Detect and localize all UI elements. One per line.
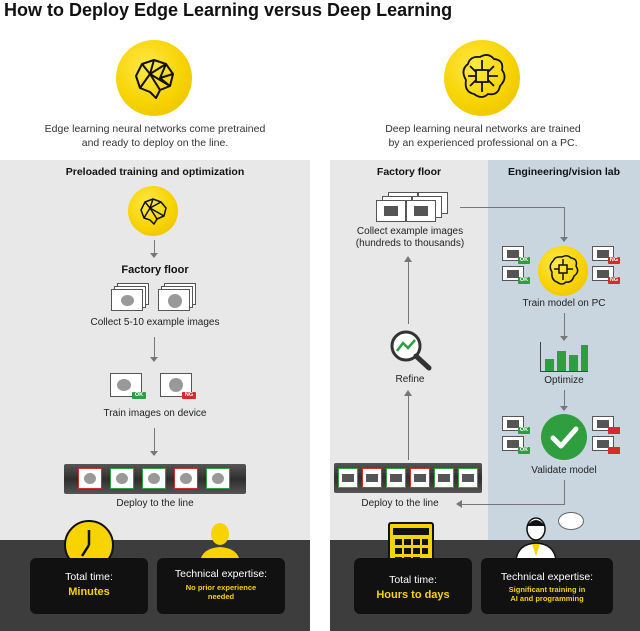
deep-collect-line1: Collect example images <box>356 226 464 237</box>
edge-total-time-value: Minutes <box>68 586 110 598</box>
deep-lab-title: Engineering/vision lab <box>507 166 621 178</box>
deep-refine-label: Refine <box>395 374 425 385</box>
arrow-down-icon <box>560 406 568 411</box>
edge-arrow-3 <box>154 428 155 453</box>
edge-total-time-label: Total time: <box>65 571 113 583</box>
edge-collect-label: Collect 5-10 example images <box>90 317 220 328</box>
edge-panel-title: Preloaded training and optimization <box>65 166 245 178</box>
deep-description-line1: Deep learning neural networks are traine… <box>385 123 581 135</box>
brain-icon <box>116 40 192 116</box>
connector-line <box>408 262 409 324</box>
deep-factory-title: Factory floor <box>376 166 442 178</box>
bar-chart-icon <box>540 342 588 372</box>
connector-line <box>408 396 409 460</box>
arrow-left-icon <box>456 500 462 508</box>
page-title: How to Deploy Edge Learning versus Deep … <box>4 0 453 20</box>
deep-optimize-label: Optimize <box>544 375 584 386</box>
deep-description-line2: by an experienced professional on a PC. <box>388 137 578 149</box>
person-icon <box>196 522 244 562</box>
deep-validate-label: Validate model <box>531 465 597 476</box>
deep-deploy-label: Deploy to the line <box>361 498 439 509</box>
check-icon <box>541 414 587 460</box>
edge-arrow-2 <box>154 337 155 359</box>
edge-description-line2: and ready to deploy on the line. <box>81 137 229 149</box>
edge-deploy-label: Deploy to the line <box>116 498 194 509</box>
deep-total-time-value: Hours to days <box>376 589 450 601</box>
deep-collect-line2: (hundreds to thousands) <box>355 238 465 249</box>
ok-badge: OK <box>132 392 146 399</box>
deep-expertise-value-line1: Significant training in <box>508 585 586 594</box>
arrow-down-icon <box>150 451 158 456</box>
deep-expertise-value-line2: AI and programming <box>510 594 584 603</box>
conveyor-belt-icon <box>334 463 482 493</box>
brain-icon <box>538 246 588 296</box>
connector-line <box>460 207 564 208</box>
image-stack-icon <box>158 283 198 311</box>
arrow-down-icon <box>150 253 158 258</box>
edge-expertise-value-line2: needed <box>207 592 235 601</box>
deep-expertise-label: Technical expertise: <box>500 571 594 583</box>
ok-image-icon: OK OK <box>502 416 532 456</box>
edge-total-time-box: Total time: Minutes <box>30 558 148 614</box>
edge-expertise-box: Technical expertise: No prior experience… <box>157 558 285 614</box>
circuit-brain-icon <box>444 40 520 116</box>
connector-line <box>564 480 565 504</box>
image-stack-icon <box>111 283 151 311</box>
arrow-up-icon <box>404 390 412 396</box>
edge-description-line1: Edge learning neural networks come pretr… <box>44 123 266 135</box>
connector-line <box>564 313 565 339</box>
deep-expertise-box: Technical expertise: Significant trainin… <box>481 558 613 614</box>
connector-line <box>462 504 565 505</box>
small-brain-icon <box>128 186 178 236</box>
arrow-down-icon <box>560 336 568 341</box>
edge-arrow-1 <box>154 240 155 256</box>
professional-person-icon <box>512 516 560 561</box>
conveyor-belt-icon <box>64 464 246 494</box>
edge-expertise-label: Technical expertise: <box>174 568 268 580</box>
deep-total-time-box: Total time: Hours to days <box>354 558 472 614</box>
edge-factory-floor: Factory floor <box>121 264 189 276</box>
ng-image-icon: NG NG <box>592 246 624 286</box>
connector-line <box>564 207 565 239</box>
arrow-up-icon <box>404 256 412 262</box>
edge-train-label: Train images on device <box>103 408 207 419</box>
arrow-down-icon <box>560 237 568 242</box>
ok-image-icon: OK OK <box>502 246 532 286</box>
thought-bubble-icon <box>558 512 584 530</box>
magnifier-icon <box>388 328 434 372</box>
connector-line <box>564 390 565 408</box>
arrow-down-icon <box>150 357 158 362</box>
deep-total-time-label: Total time: <box>389 574 437 586</box>
edge-expertise-value-line1: No prior experience <box>185 583 257 592</box>
ng-badge: NG <box>182 392 196 399</box>
image-stack-icon <box>376 192 456 226</box>
deep-train-label: Train model on PC <box>522 298 606 309</box>
ng-image-icon <box>592 416 624 456</box>
